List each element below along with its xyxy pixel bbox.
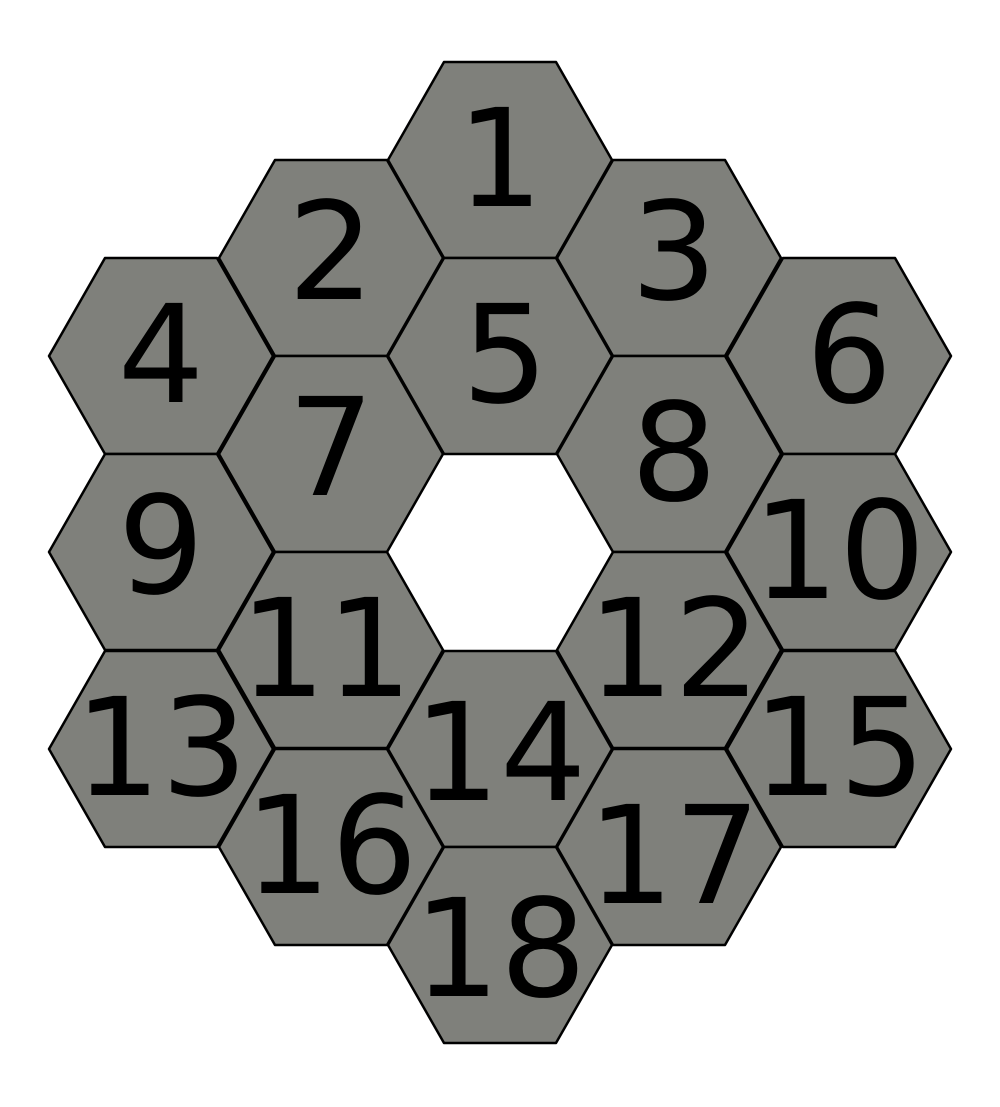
segment-label: 9 (118, 468, 205, 626)
hexagon-shape (386, 845, 614, 1045)
segment-10: 10 (725, 452, 953, 652)
segment-label: 7 (288, 370, 375, 528)
segment-label: 11 (239, 571, 412, 729)
segment-label: 3 (631, 174, 718, 332)
segment-1: 1 (386, 60, 614, 260)
segment-label: 12 (587, 571, 760, 729)
segment-7: 7 (217, 354, 445, 554)
segment-13: 13 (47, 649, 275, 849)
segment-label: 6 (806, 277, 893, 435)
segment-label: 13 (74, 670, 247, 828)
hexagon-shape (47, 649, 275, 849)
segment-label: 18 (413, 871, 586, 1029)
segment-4: 4 (47, 256, 275, 456)
segment-9: 9 (47, 452, 275, 652)
segment-11: 11 (217, 550, 445, 750)
segment-label: 4 (118, 277, 205, 435)
segment-2: 2 (217, 158, 445, 358)
hexagon-shape (725, 649, 953, 849)
segment-label: 17 (587, 778, 760, 936)
segment-8: 8 (555, 354, 783, 554)
segment-17: 17 (555, 747, 783, 947)
segment-label: 14 (413, 675, 586, 833)
segment-label: 5 (462, 277, 549, 435)
segment-5: 5 (386, 256, 614, 456)
segment-label: 8 (631, 375, 718, 533)
segment-label: 1 (457, 81, 544, 239)
segment-label: 16 (244, 768, 417, 926)
segment-16: 16 (217, 747, 445, 947)
segment-label: 10 (752, 473, 925, 631)
segment-label: 2 (288, 174, 375, 332)
segment-12: 12 (555, 550, 783, 750)
segment-14: 14 (386, 649, 614, 849)
segment-label: 15 (752, 670, 925, 828)
segment-15: 15 (725, 649, 953, 849)
segment-18: 18 (386, 845, 614, 1045)
segment-6: 6 (725, 256, 953, 456)
